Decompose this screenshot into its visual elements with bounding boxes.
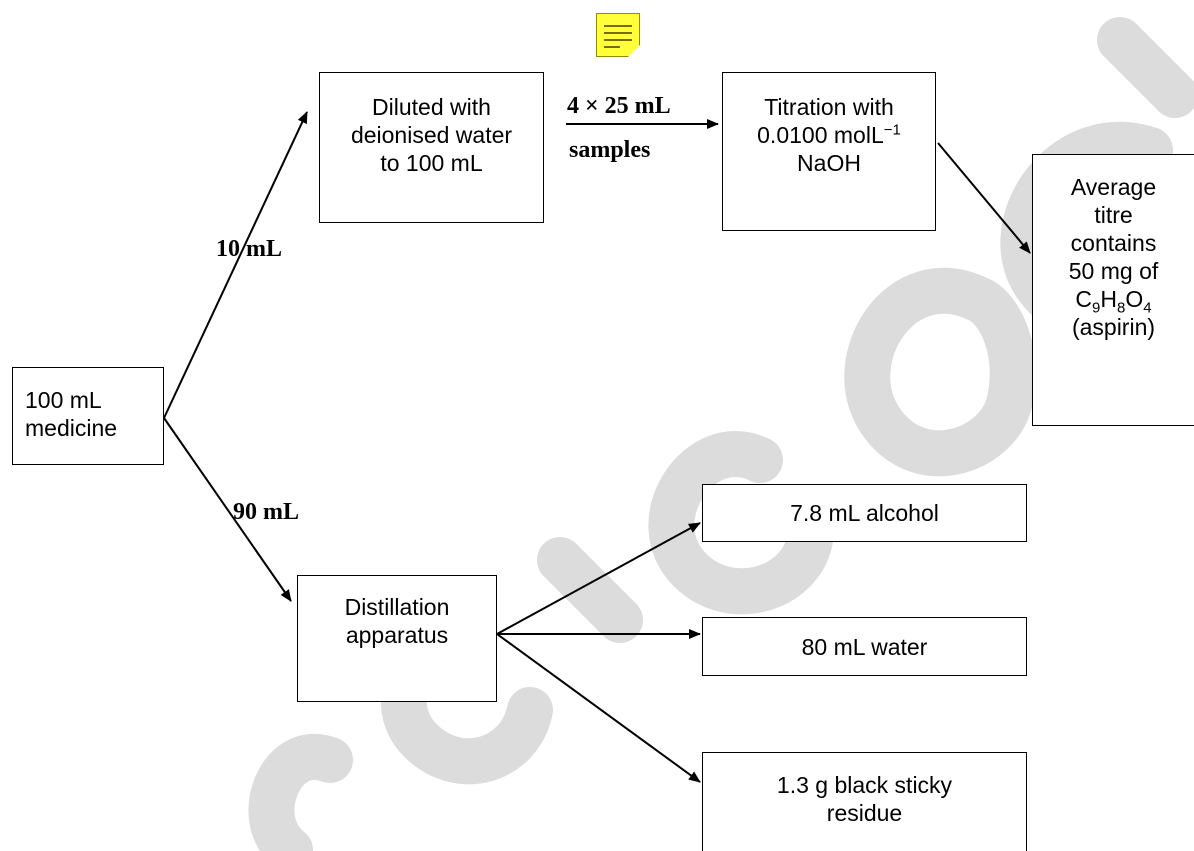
- distillation-line-2: apparatus: [345, 622, 449, 648]
- water-label: 80 mL water: [801, 633, 928, 660]
- titration-box: Titration with 0.0100 molL−1 NaOH: [722, 72, 936, 231]
- residue-box: 1.3 g black sticky residue: [702, 752, 1027, 851]
- start-line-1: 100 mL: [25, 387, 102, 413]
- sticky-note-icon[interactable]: [596, 13, 640, 57]
- alcohol-box: 7.8 mL alcohol: [702, 484, 1027, 542]
- arrow-to-alcohol: [496, 522, 701, 635]
- residue-line-2: residue: [826, 800, 903, 826]
- result-line-6: (aspirin): [1071, 314, 1156, 340]
- start-box: 100 mL medicine: [12, 367, 164, 465]
- dilution-box: Diluted with deionised water to 100 mL: [319, 72, 544, 223]
- result-box: Average titre contains 50 mg of C9H8O4 (…: [1032, 154, 1194, 426]
- titration-line-1: Titration with: [764, 94, 894, 120]
- result-line-2: titre: [1094, 202, 1133, 228]
- arrow-to-result: [937, 142, 1031, 254]
- branch-label-90ml: 90 mL: [233, 499, 299, 525]
- dilution-line-3: to 100 mL: [380, 150, 483, 176]
- result-line-1: Average: [1070, 174, 1157, 200]
- dilution-line-2: deionised water: [350, 122, 513, 148]
- aspirin-formula: C9H8O4: [1075, 286, 1152, 317]
- distillation-line-1: Distillation: [344, 594, 450, 620]
- samples-label-line-1: 4 × 25 mL: [567, 93, 671, 119]
- arrow-to-residue: [496, 633, 701, 783]
- result-line-3: contains: [1070, 230, 1157, 256]
- samples-label-line-2: samples: [569, 137, 651, 163]
- arrow-to-dilution: [163, 111, 308, 419]
- start-line-2: medicine: [25, 415, 118, 441]
- arrow-to-distillation: [163, 417, 292, 602]
- residue-line-1: 1.3 g black sticky: [776, 772, 953, 798]
- alcohol-label: 7.8 mL alcohol: [790, 500, 939, 526]
- dilution-line-1: Diluted with: [372, 94, 491, 120]
- distillation-box: Distillation apparatus: [297, 575, 497, 702]
- titration-line-3: NaOH: [797, 150, 861, 176]
- branch-label-10ml: 10 mL: [216, 236, 282, 262]
- water-box: 80 mL water: [702, 617, 1027, 676]
- titration-line-2: 0.0100 molL−1: [757, 121, 901, 148]
- result-line-4: 50 mg of: [1068, 258, 1159, 284]
